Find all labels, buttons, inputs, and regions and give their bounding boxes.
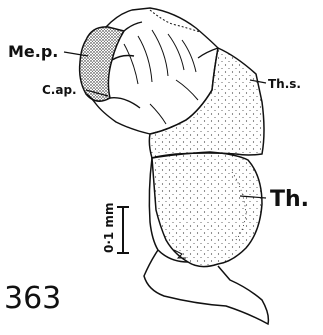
scale-bar-label: 0·1 mm (102, 203, 116, 253)
figure-number: 363 (4, 281, 61, 316)
label-capitulum: C.ap. (42, 83, 77, 97)
label-thorax: Th. (270, 187, 309, 212)
scale-bar (117, 207, 129, 253)
thorax (152, 152, 262, 267)
label-mesial-papilla: Me.p. (8, 42, 58, 61)
label-thoracic-shield: Th.s. (268, 77, 301, 91)
